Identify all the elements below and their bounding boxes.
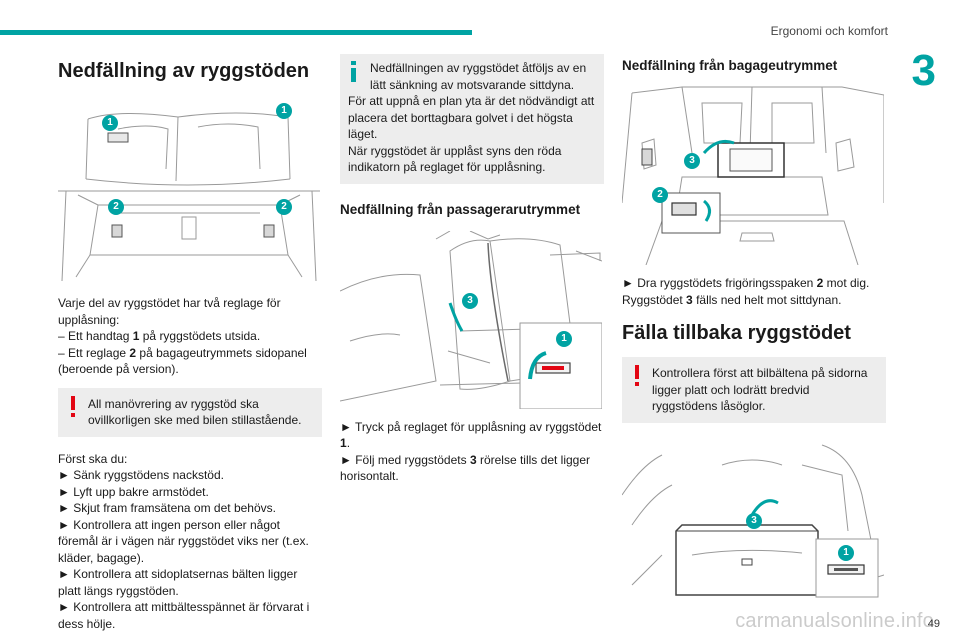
step-item: ► Kontrollera att ingen person eller någ… (58, 517, 309, 565)
intro-line: – Ett reglage (58, 345, 130, 360)
column-3: Nedfällning från bagageutrymmet (622, 52, 886, 607)
ref-number: 2 (816, 276, 824, 290)
watermark-text: carmanualsonline.info (735, 610, 934, 632)
ref-number: 1 (340, 436, 347, 450)
chapter-number: 3 (911, 46, 936, 95)
info-text: För att uppnå en plan yta är det nödvänd… (348, 94, 595, 141)
callout-badge: 2 (108, 199, 124, 215)
warning-box: All manövrering av ryggstöd ska ovillkor… (58, 387, 322, 437)
callout-badge: 2 (652, 187, 668, 203)
header-accent-bar (0, 30, 472, 35)
fold-back-drawing (622, 444, 884, 597)
step-text: mot dig. (823, 276, 870, 290)
steps-label: Först ska du: (58, 451, 128, 466)
ref-number: 3 (686, 292, 693, 307)
ref-number: 3 (469, 452, 477, 467)
step-text: ► Dra ryggstödets frigöringsspaken (622, 276, 817, 290)
step-text: Ryggstödet (622, 292, 687, 307)
steps-list: Först ska du: ► Sänk ryggstödens nackstö… (58, 451, 322, 633)
cabin-steps: ► Tryck på reglaget för upplåsning av ry… (340, 419, 604, 485)
intro-line: – Ett handtag (58, 329, 133, 343)
warning-exclamation-icon (71, 395, 75, 417)
step-item: ► Sänk ryggstödens nackstöd. (58, 468, 224, 482)
warning-text: All manövrering av ryggstöd ska ovillkor… (88, 396, 302, 428)
seat-controls-drawing (58, 112, 320, 281)
step-text: . (346, 436, 351, 450)
ref-number: 2 (129, 345, 137, 360)
callout-badge: 1 (276, 103, 292, 119)
trunk-release-drawing (622, 86, 884, 265)
callout-badge: 3 (746, 512, 762, 529)
column-1: Nedfällning av ryggstöden (58, 52, 322, 632)
intro-text: Varje del av ryggstödet har två reglage … (58, 295, 322, 378)
page-number: 49 (927, 618, 940, 630)
warning-exclamation-icon (635, 365, 639, 386)
info-box: Nedfällningen av ryggstödet åtföljs av e… (340, 54, 604, 184)
illustration-trunk-release: 3 2 (622, 83, 884, 265)
step-item: ► Kontrollera att mittbältesspännet är f… (58, 600, 310, 631)
chapter-title: Ergonomi och komfort (770, 24, 888, 38)
callout-badge: 3 (684, 153, 700, 169)
intro-line: på bagageutrymmets sidopanel (beroende p… (58, 345, 307, 377)
callout-badge: 1 (838, 544, 854, 561)
ref-number: 1 (132, 329, 140, 343)
column-2: Nedfällningen av ryggstödet åtföljs av e… (340, 52, 604, 485)
callout-badge: 3 (462, 292, 478, 309)
intro-line: på ryggstödets utsida. (139, 329, 261, 343)
step-text: fälls ned helt mot sittdynan. (692, 292, 842, 307)
step-text: ► Tryck på reglaget för upplåsning av ry… (340, 419, 602, 434)
step-text: rörelse tills det ligger horisontalt. (340, 452, 591, 484)
info-icon (351, 61, 356, 82)
trunk-steps: ► Dra ryggstödets frigöringsspaken 2 mot… (622, 275, 886, 308)
callout-badge: 1 (556, 330, 572, 347)
callout-badge: 2 (276, 199, 292, 215)
step-item: ► Lyft upp bakre armstödet. (58, 484, 209, 499)
section-title-from-cabin: Nedfällning från passagerarutrymmet (340, 201, 581, 217)
step-text: ► Följ med ryggstödets (340, 452, 470, 467)
section-title-from-trunk: Nedfällning från bagageutrymmet (622, 58, 838, 73)
warning-box: Kontrollera först att bilbältena på sido… (622, 357, 886, 423)
callout-badge: 1 (102, 115, 118, 131)
illustration-fold-back: 3 1 (622, 434, 884, 607)
info-text: När ryggstödet är upplåst syns den röda … (348, 143, 562, 175)
illustration-seat-controls: 1 1 2 2 (58, 99, 320, 281)
step-item: ► Skjut fram framsätena om det behövs. (58, 501, 276, 515)
warning-text: Kontrollera först att bilbältena på sido… (652, 366, 868, 413)
info-text: Nedfällningen av ryggstödet åtföljs av e… (370, 61, 587, 92)
section-title-fold-down: Nedfällning av ryggstöden (58, 60, 310, 82)
step-item: ► Kontrollera att sidoplatsernas bälten … (58, 567, 298, 598)
cabin-release-drawing (340, 230, 602, 409)
intro-line: Varje del av ryggstödet har två reglage … (58, 296, 281, 327)
illustration-cabin-release: 3 1 (340, 230, 602, 409)
section-title-fold-back: Fälla tillbaka ryggstödet (622, 322, 851, 344)
